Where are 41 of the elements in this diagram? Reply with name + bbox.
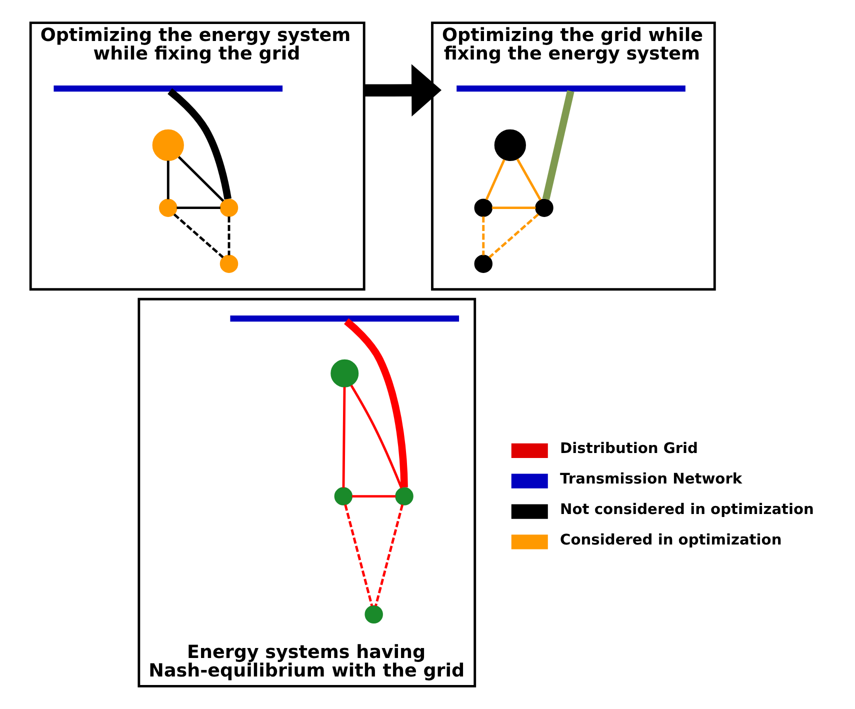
connector (227, 216, 230, 256)
node-circle (158, 198, 177, 217)
connector (484, 159, 505, 200)
connector (374, 504, 404, 606)
legend-label: Distribution Grid (560, 440, 698, 458)
arrow (364, 64, 441, 116)
connector (176, 206, 220, 210)
node-circle (330, 359, 358, 388)
node-bar (456, 86, 685, 92)
connector (542, 90, 574, 200)
connector (488, 213, 538, 258)
node-circle (394, 487, 413, 506)
connector (177, 156, 224, 202)
node-circle (364, 605, 382, 624)
node-circle (534, 198, 553, 217)
cluster: Energy systems having Nash-equilibrium with the grid (137, 298, 476, 688)
legend-label: Transmission Network (560, 470, 742, 488)
connector (172, 213, 224, 258)
legend-label: Not considered in optimization (560, 501, 814, 518)
node-circle (334, 487, 352, 506)
node-circle (219, 254, 238, 273)
legend-label: Considered in optimization (560, 531, 782, 548)
connector (516, 158, 541, 200)
cluster: Optimizing the grid while fixing the energy system (430, 22, 716, 291)
cluster: Optimizing the energy system while fixing the grid (28, 22, 365, 291)
node-circle (474, 198, 492, 217)
node-bar (53, 86, 282, 92)
connector (344, 504, 373, 606)
connector (351, 495, 396, 498)
connector (342, 387, 346, 488)
connector (482, 216, 484, 256)
node-bar (230, 316, 459, 322)
connector (344, 318, 408, 488)
node-circle (219, 198, 238, 217)
connector (167, 88, 231, 200)
connector (491, 206, 536, 210)
connector (166, 160, 169, 200)
node-circle (474, 254, 492, 273)
node-circle (152, 129, 184, 161)
node-circle (494, 129, 526, 161)
connector (350, 384, 402, 489)
